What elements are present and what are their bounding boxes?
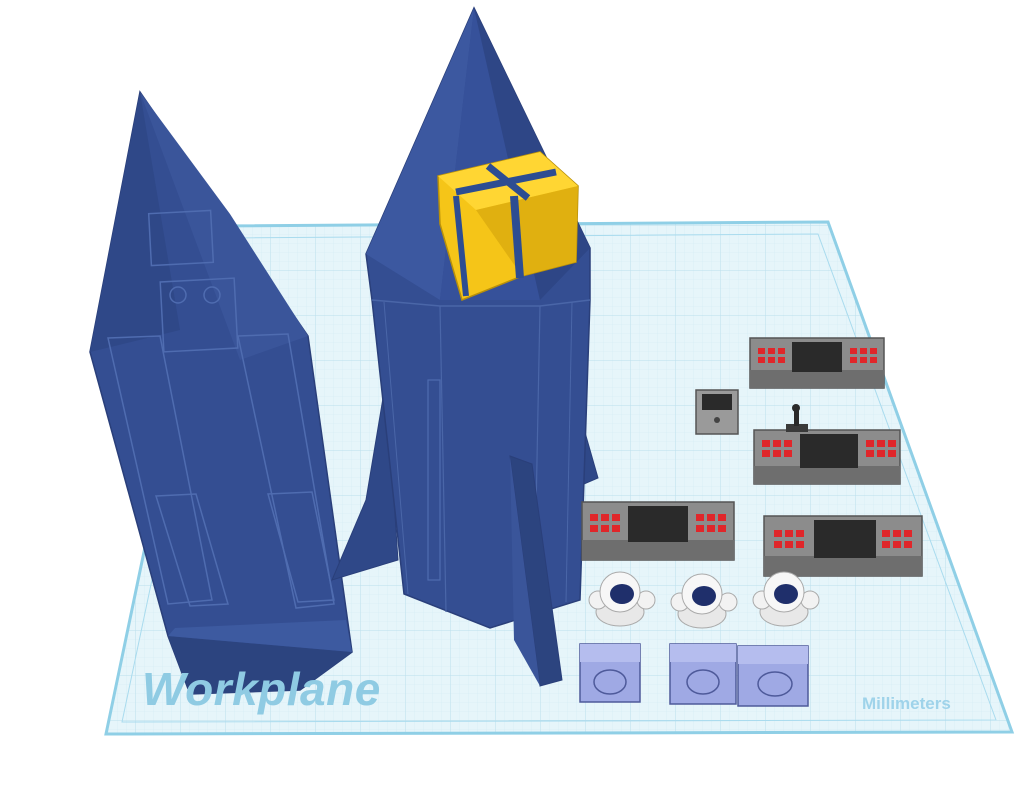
astronaut[interactable] — [588, 571, 656, 627]
seat-crate[interactable] — [579, 643, 641, 703]
seat-crate[interactable] — [669, 643, 737, 705]
space-shuttle[interactable] — [89, 90, 353, 695]
control-console[interactable] — [763, 515, 923, 577]
joystick[interactable] — [786, 404, 808, 432]
rocket[interactable] — [365, 6, 591, 629]
astronaut[interactable] — [752, 571, 820, 627]
control-console[interactable] — [581, 501, 735, 561]
workplane-label: Workplane — [142, 663, 381, 715]
gold-payload[interactable] — [437, 151, 579, 302]
control-console[interactable] — [749, 337, 885, 389]
units-label: Millimeters — [862, 694, 951, 713]
control-console[interactable] — [753, 429, 901, 485]
astronaut[interactable] — [670, 573, 738, 629]
seat-crate[interactable] — [737, 645, 809, 707]
rocket-fin-front — [509, 455, 563, 687]
small-terminal[interactable] — [695, 389, 739, 435]
